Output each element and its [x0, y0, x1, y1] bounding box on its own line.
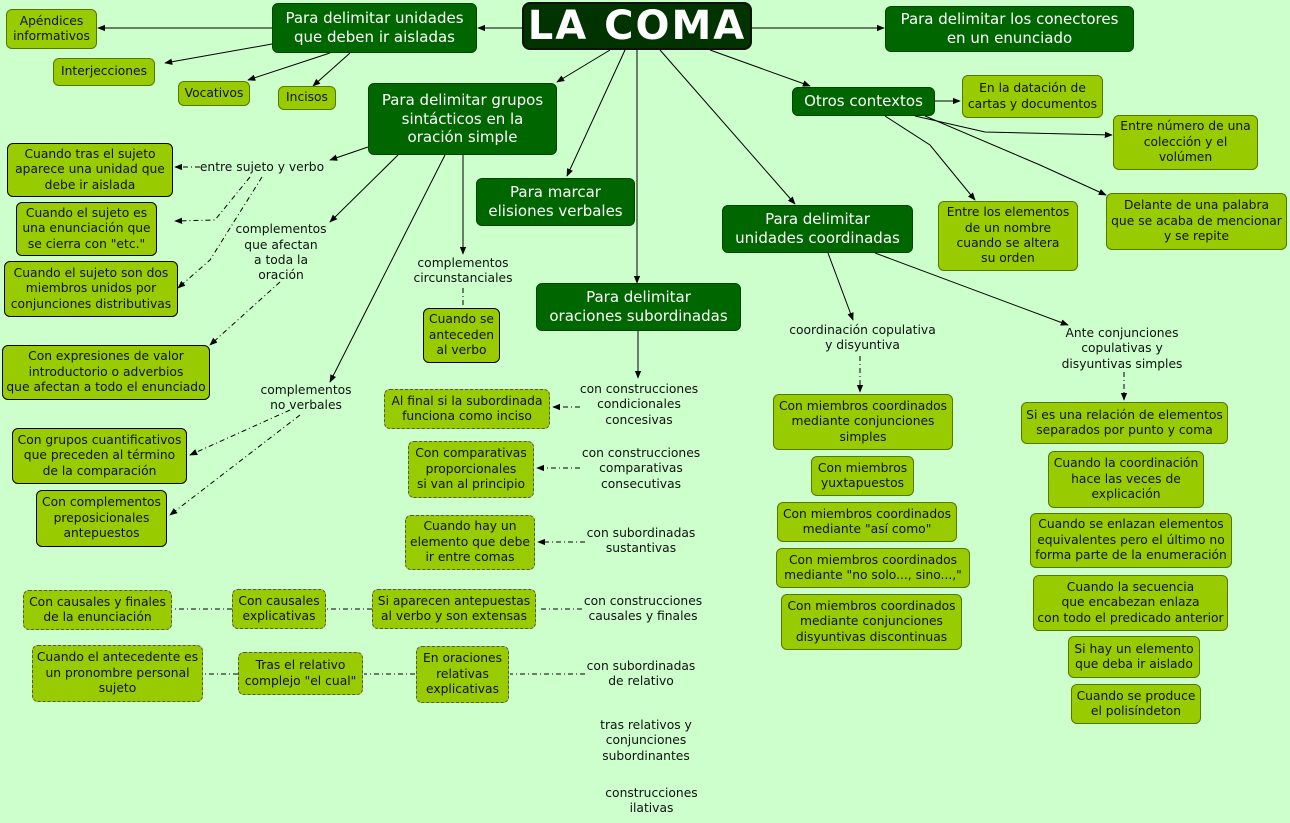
label-comparativas: con construcciones comparativas consecut…	[581, 445, 701, 491]
node-final-inciso: Al final si la subordinada funciona como…	[384, 389, 550, 429]
label-condicionales: con construcciones condicionales concesi…	[579, 381, 699, 427]
node-sujeto-etc: Cuando el sujeto es una enunciación que …	[16, 202, 157, 256]
node-antepuestas: Si aparecen antepuestas al verbo y son e…	[372, 589, 536, 629]
node-vocativos: Vocativos	[178, 81, 250, 106]
node-elementos-nombre: Entre los elementos de un nombre cuando …	[938, 201, 1078, 271]
node-discontinuas: Con miembros coordinados mediante conjun…	[781, 594, 962, 650]
node-sujeto-aislada: Cuando tras el sujeto aparece una unidad…	[7, 143, 173, 197]
node-delante-palabra: Delante de una palabra que se acaba de m…	[1106, 193, 1287, 250]
title-node: LA COMA	[522, 2, 752, 50]
node-datacion: En la datación de cartas y documentos	[962, 75, 1103, 118]
label-no-verbales: complementos no verbales	[260, 382, 352, 412]
node-preposicionales: Con complementos preposicionales antepue…	[36, 490, 167, 547]
node-causales-explicativas: Con causales explicativas	[232, 589, 326, 629]
branch-aisladas: Para delimitar unidades que deben ir ais…	[272, 3, 477, 53]
node-antecedente: Cuando el antecedente es un pronombre pe…	[32, 645, 203, 702]
branch-conectores: Para delimitar los conectores en un enun…	[885, 6, 1134, 52]
node-sujeto-dos: Cuando el sujeto son dos miembros unidos…	[4, 261, 178, 317]
node-expresiones-valor: Con expresiones de valor introductorio o…	[2, 345, 210, 400]
node-veces-explicacion: Cuando la coordinación hace las veces de…	[1048, 451, 1204, 508]
branch-otros: Otros contextos	[792, 87, 935, 116]
label-copulativa: coordinación copulativa y disyuntiva	[789, 322, 936, 352]
label-entre-sujeto: entre sujeto y verbo	[199, 160, 325, 175]
node-el-cual: Tras el relativo complejo "el cual"	[238, 652, 363, 695]
node-incisos: Incisos	[278, 86, 336, 110]
branch-grupos: Para delimitar grupos sintácticos en la …	[368, 83, 557, 155]
node-cuantificativos: Con grupos cuantificativos que preceden …	[12, 428, 187, 484]
node-yuxtapuestos: Con miembros yuxtapuestos	[811, 456, 914, 496]
node-proporcionales: Con comparativas proporcionales si van a…	[408, 441, 534, 498]
node-secuencia: Cuando la secuencia que encabezan enlaza…	[1033, 575, 1228, 631]
node-punto-coma: Si es una relación de elementos separado…	[1021, 402, 1228, 444]
node-apendices: Apéndices informativos	[6, 9, 97, 49]
label-complementos-circ: complementos circunstanciales	[413, 255, 513, 285]
label-tras-relativos: tras relativos y conjunciones subordinan…	[600, 717, 692, 763]
branch-elisiones: Para marcar elisiones verbales	[476, 178, 635, 226]
label-sustantivas: con subordinadas sustantivas	[586, 525, 696, 555]
node-equivalentes: Cuando se enlazan elementos equivalentes…	[1030, 513, 1232, 568]
node-polisindeton: Cuando se produce el polisíndeton	[1071, 684, 1201, 724]
node-numero-coleccion: Entre número de una colección y el volúm…	[1113, 115, 1258, 170]
node-interjecciones: Interjecciones	[53, 58, 155, 86]
label-ante-conjunciones: Ante conjunciones copulativas y disyunti…	[1061, 325, 1183, 371]
node-elemento-comas: Cuando hay un elemento que debe ir entre…	[405, 515, 535, 570]
node-aislado: Si hay un elemento que deba ir aislado	[1068, 636, 1200, 678]
label-ilativas: construcciones ilativas	[605, 785, 698, 815]
branch-coordinadas: Para delimitar unidades coordinadas	[722, 205, 913, 253]
branch-subordinadas: Para delimitar oraciones subordinadas	[536, 283, 741, 331]
node-asi-como: Con miembros coordinados mediante "así c…	[777, 502, 957, 542]
node-anteceden: Cuando se anteceden al verbo	[423, 308, 500, 363]
label-relativo: con subordinadas de relativo	[586, 658, 696, 688]
node-relativas-explicativas: En oraciones relativas explicativas	[416, 646, 509, 703]
label-complementos-oracion: complementos que afectan a toda la oraci…	[235, 222, 327, 283]
node-causales-finales: Con causales y finales de la enunciación	[23, 590, 172, 630]
label-causales: con construcciones causales y finales	[583, 593, 703, 623]
node-no-solo: Con miembros coordinados mediante "no so…	[776, 548, 970, 588]
node-conj-simples: Con miembros coordinados mediante conjun…	[773, 394, 953, 450]
